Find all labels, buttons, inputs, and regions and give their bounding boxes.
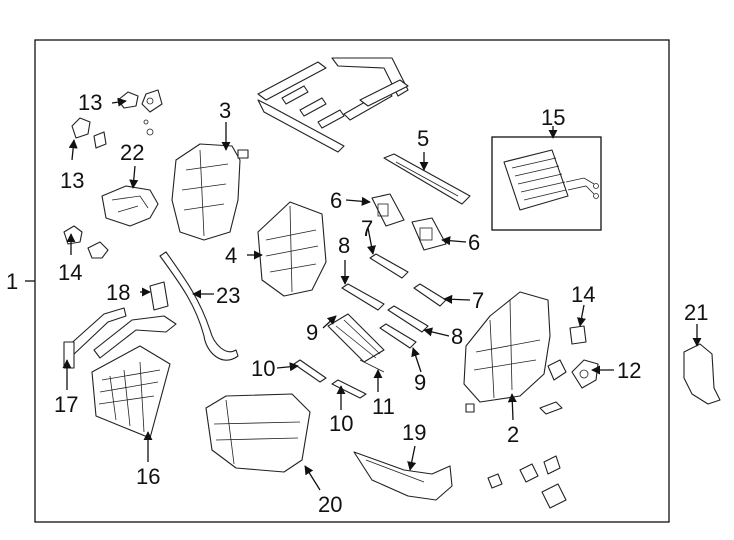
- callout-10a: 10: [251, 356, 275, 381]
- callout-20: 20: [318, 492, 342, 517]
- part-4-housing: [257, 201, 327, 297]
- part-8-link-upper: [341, 283, 385, 311]
- callout-labels: 1 13 13 22 3 14 4 5 15 6 7 6 8 7 9 8 9 1…: [6, 90, 708, 517]
- part-20-lower-case: [205, 393, 311, 473]
- part-5-strip: [383, 153, 471, 205]
- callout-7a: 7: [361, 216, 373, 241]
- callout-16: 16: [136, 464, 160, 489]
- callout-23: 23: [216, 283, 240, 308]
- part-11-filter: [359, 359, 385, 373]
- part-15-evaporator: [503, 149, 599, 211]
- callout-13a: 13: [78, 90, 102, 115]
- part-13-clip-lower: [71, 117, 154, 149]
- callout-6b: 6: [468, 230, 480, 255]
- callout-9a: 9: [306, 320, 318, 345]
- callout-leaders: [62, 97, 702, 491]
- callout-6a: 6: [330, 188, 342, 213]
- callout-22: 22: [120, 140, 144, 165]
- part-13-clip-upper: [117, 89, 163, 113]
- part-10-rod: [293, 359, 367, 399]
- callout-17: 17: [54, 392, 78, 417]
- part-12-actuator: [547, 359, 599, 389]
- callout-21: 21: [684, 300, 708, 325]
- part-22-bracket: [101, 185, 159, 227]
- part-2-main-unit: [463, 291, 563, 415]
- callout-13b: 13: [60, 168, 84, 193]
- part-7-link-upper: [369, 253, 409, 279]
- part-15-inset-box: [491, 136, 602, 231]
- callout-15: 15: [541, 105, 565, 130]
- part-14-grommet-right: [569, 325, 587, 345]
- part-16-heater-core: [91, 345, 171, 439]
- part-7-link-lower: [413, 283, 447, 307]
- callout-7b: 7: [472, 288, 484, 313]
- part-small-actuators: [487, 455, 567, 509]
- part-8-link-lower: [387, 305, 429, 333]
- part-19-duct: [353, 451, 453, 501]
- part-6-door-upper: [371, 193, 405, 227]
- callout-8a: 8: [338, 233, 350, 258]
- part-9-link-right: [379, 323, 417, 349]
- part-18-seal: [149, 281, 169, 311]
- callout-3: 3: [219, 98, 231, 123]
- callout-1: 1: [6, 269, 18, 294]
- callout-12: 12: [617, 358, 641, 383]
- callout-5: 5: [417, 126, 429, 151]
- callout-14a: 14: [58, 260, 82, 285]
- callout-11: 11: [372, 394, 395, 419]
- callout-2: 2: [507, 422, 519, 447]
- part-9-filter-left: [327, 313, 385, 363]
- callout-14b: 14: [571, 282, 595, 307]
- callout-9b: 9: [414, 370, 426, 395]
- part-seal-strips: [257, 57, 409, 153]
- callout-19: 19: [402, 420, 426, 445]
- callout-10b: 10: [329, 411, 353, 436]
- callout-8b: 8: [451, 324, 463, 349]
- part-17-pipes: [63, 307, 177, 369]
- part-3-housing: [171, 143, 249, 241]
- callout-4: 4: [225, 243, 237, 268]
- part-6-door-lower: [411, 217, 447, 251]
- part-21-side-duct: [683, 343, 721, 405]
- callout-18: 18: [106, 280, 130, 305]
